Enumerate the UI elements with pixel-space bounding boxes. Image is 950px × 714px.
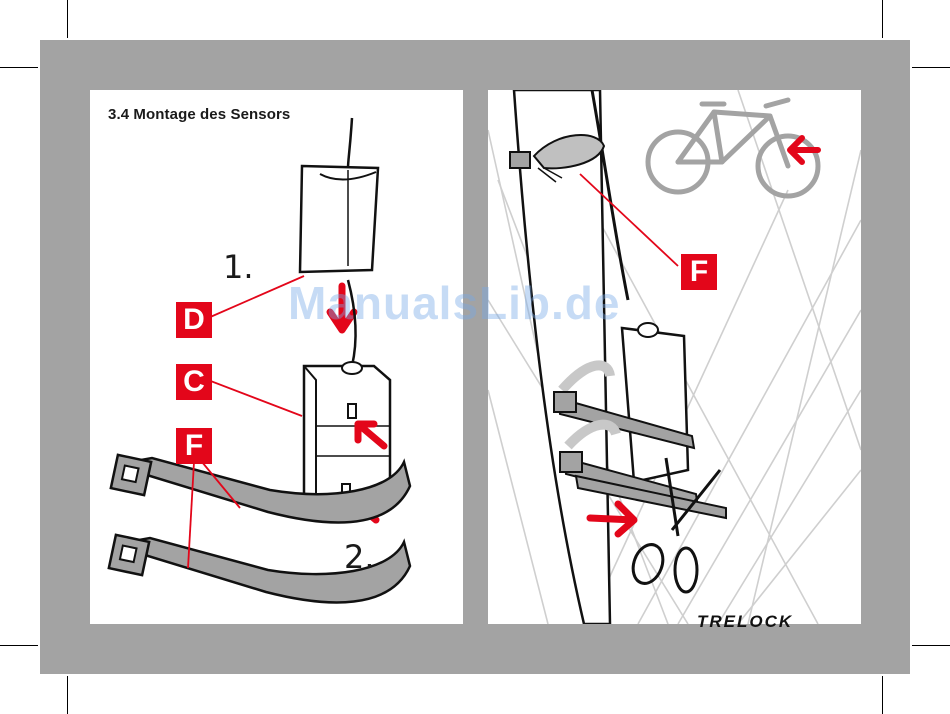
crop-mark xyxy=(912,67,950,68)
badge-f-right: F xyxy=(681,254,717,290)
crop-mark xyxy=(67,0,68,38)
badge-f-left: F xyxy=(176,428,212,464)
crop-mark xyxy=(912,645,950,646)
crop-mark xyxy=(67,676,68,714)
step-2-label: 2. xyxy=(344,538,375,576)
sensor-assembly-illustration xyxy=(90,90,463,624)
crop-mark xyxy=(882,0,883,38)
watermark: ManualsLib.de xyxy=(288,276,620,330)
fork-mounting-illustration xyxy=(488,90,861,624)
section-title: 3.4 Montage des Sensors xyxy=(108,106,290,123)
crop-mark xyxy=(0,67,38,68)
assembly-panel: 3.4 Montage des Sensors 1. 2. D C F xyxy=(90,90,463,624)
badge-c: C xyxy=(176,364,212,400)
mounting-panel: F xyxy=(488,90,861,624)
crop-mark xyxy=(882,676,883,714)
badge-d: D xyxy=(176,302,212,338)
crop-mark xyxy=(0,645,38,646)
brand-logo: TRELOCK xyxy=(697,612,793,632)
step-1-label: 1. xyxy=(223,248,254,286)
